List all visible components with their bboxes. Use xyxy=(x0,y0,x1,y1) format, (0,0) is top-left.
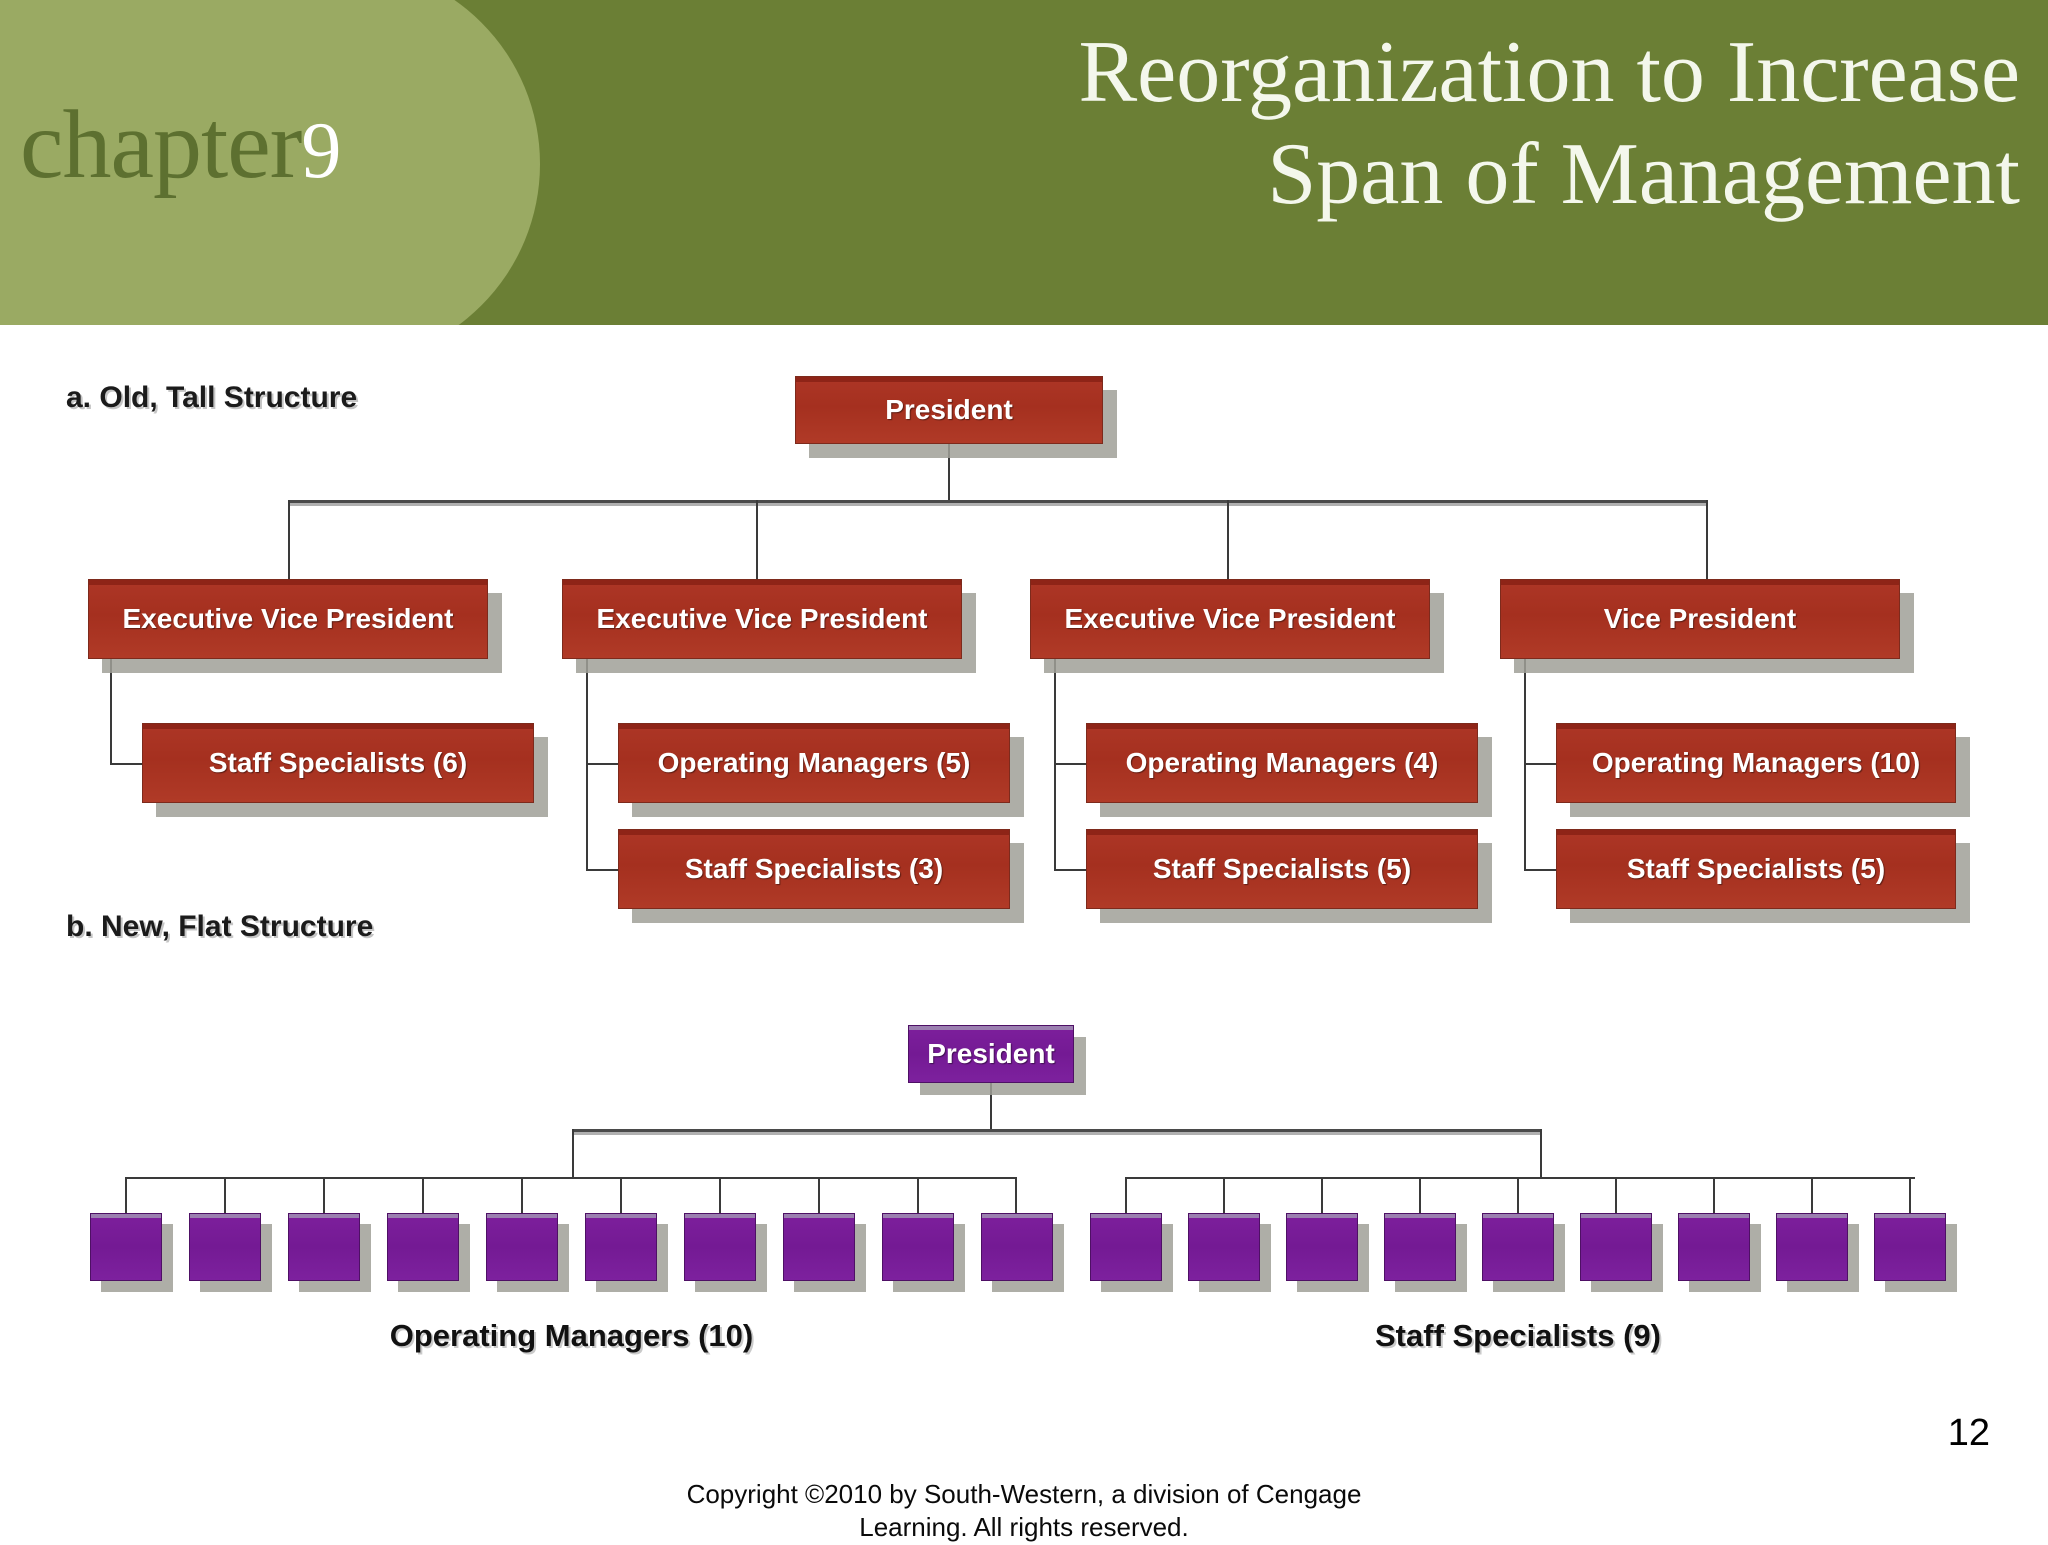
connector-g1-stem-8 xyxy=(818,1177,820,1213)
connector-branch-2-arm-2 xyxy=(586,869,618,871)
leaf-operating-manager-8[interactable] xyxy=(783,1213,855,1281)
connector-g2-stem-2 xyxy=(1223,1177,1225,1213)
connector-g1-stem-7 xyxy=(719,1177,721,1213)
connector-g1-stem-6 xyxy=(620,1177,622,1213)
org-chart-diagram: a. Old, Tall Structure President Executi… xyxy=(0,325,2048,1536)
page-title: Reorganization to Increase Span of Manag… xyxy=(1078,24,2020,224)
leaf-operating-manager-9[interactable] xyxy=(882,1213,954,1281)
connector-drop-3 xyxy=(1227,500,1229,579)
connector-g2-stem-4 xyxy=(1419,1177,1421,1213)
connector-branch-2-arm-1 xyxy=(586,763,618,765)
connector-g2-stem-9 xyxy=(1909,1177,1911,1213)
group-caption-staff-specialists: Staff Specialists (9) xyxy=(1375,1318,1661,1353)
connector-g2-stem-3 xyxy=(1321,1177,1323,1213)
group-caption-operating-managers: Operating Managers (10) xyxy=(389,1318,754,1353)
leaf-operating-manager-3[interactable] xyxy=(288,1213,360,1281)
connector-g1-stem-9 xyxy=(917,1177,919,1213)
leaf-operating-manager-2[interactable] xyxy=(189,1213,261,1281)
leaf-operating-manager-5[interactable] xyxy=(486,1213,558,1281)
chapter-number: 9 xyxy=(301,107,341,195)
connector-branch-4-spine xyxy=(1524,659,1526,871)
node-operating-managers-4[interactable]: Operating Managers (4) xyxy=(1086,723,1478,803)
connector-g1-stem-4 xyxy=(422,1177,424,1213)
connector-branch-1-arm-1 xyxy=(110,763,142,765)
node-operating-managers-5[interactable]: Operating Managers (5) xyxy=(618,723,1010,803)
chapter-blob-shape xyxy=(0,0,540,325)
copyright-notice: Copyright ©2010 by South-Western, a divi… xyxy=(686,1479,1362,1543)
leaf-staff-specialist-2[interactable] xyxy=(1188,1213,1260,1281)
leaf-operating-manager-4[interactable] xyxy=(387,1213,459,1281)
connector-branch-4-arm-2 xyxy=(1524,869,1556,871)
leaf-staff-specialist-7[interactable] xyxy=(1678,1213,1750,1281)
connector-root-stem xyxy=(948,444,950,500)
node-operating-managers-10[interactable]: Operating Managers (10) xyxy=(1556,723,1956,803)
node-president-old[interactable]: President xyxy=(795,376,1103,444)
connector-drop-4 xyxy=(1706,500,1708,579)
leaf-staff-specialist-8[interactable] xyxy=(1776,1213,1848,1281)
connector-g1-stem-1 xyxy=(125,1177,127,1213)
leaf-staff-specialist-1[interactable] xyxy=(1090,1213,1162,1281)
node-staff-specialists-3[interactable]: Staff Specialists (3) xyxy=(618,829,1010,909)
leaf-staff-specialist-9[interactable] xyxy=(1874,1213,1946,1281)
node-staff-specialists-6[interactable]: Staff Specialists (6) xyxy=(142,723,534,803)
connector-branch-2-spine xyxy=(586,659,588,871)
connector-g2-stem-7 xyxy=(1713,1177,1715,1213)
leaf-operating-manager-10[interactable] xyxy=(981,1213,1053,1281)
connector-branch-4-arm-1 xyxy=(1524,763,1556,765)
connector-g1-stem-5 xyxy=(521,1177,523,1213)
leaf-staff-specialist-3[interactable] xyxy=(1286,1213,1358,1281)
page-number: 12 xyxy=(1947,1412,1990,1454)
connector-level2-bus xyxy=(288,500,1706,503)
connector-branch-3-arm-2 xyxy=(1054,869,1086,871)
connector-group-1-bus xyxy=(125,1177,1015,1179)
connector-new-top-bus xyxy=(572,1129,1540,1132)
connector-new-root-stem xyxy=(990,1083,992,1129)
chapter-wordmark: chapter9 xyxy=(20,96,341,195)
slide-header-band: chapter9 Reorganization to Increase Span… xyxy=(0,0,2048,325)
connector-branch-3-arm-1 xyxy=(1054,763,1086,765)
connector-g1-stem-10 xyxy=(1015,1177,1017,1213)
section-label-new-flat-structure: b. New, Flat Structure xyxy=(66,910,374,943)
connector-g2-stem-8 xyxy=(1811,1177,1813,1213)
node-president-new[interactable]: President xyxy=(908,1025,1074,1083)
connector-new-group-drop-2 xyxy=(1540,1129,1542,1177)
node-vice-president-4[interactable]: Vice President xyxy=(1500,579,1900,659)
connector-drop-1 xyxy=(288,500,290,579)
connector-group-2-bus xyxy=(1125,1177,1915,1179)
node-executive-vice-president-3[interactable]: Executive Vice President xyxy=(1030,579,1430,659)
leaf-operating-manager-7[interactable] xyxy=(684,1213,756,1281)
leaf-operating-manager-6[interactable] xyxy=(585,1213,657,1281)
node-executive-vice-president-2[interactable]: Executive Vice President xyxy=(562,579,962,659)
connector-g2-stem-6 xyxy=(1615,1177,1617,1213)
chapter-word: chapter xyxy=(20,91,302,199)
connector-g2-stem-5 xyxy=(1517,1177,1519,1213)
section-label-old-tall-structure: a. Old, Tall Structure xyxy=(66,381,358,414)
node-executive-vice-president-1[interactable]: Executive Vice President xyxy=(88,579,488,659)
leaf-staff-specialist-5[interactable] xyxy=(1482,1213,1554,1281)
connector-g1-stem-3 xyxy=(323,1177,325,1213)
leaf-staff-specialist-4[interactable] xyxy=(1384,1213,1456,1281)
connector-drop-2 xyxy=(756,500,758,579)
node-staff-specialists-5-b[interactable]: Staff Specialists (5) xyxy=(1556,829,1956,909)
leaf-staff-specialist-6[interactable] xyxy=(1580,1213,1652,1281)
connector-new-group-drop-1 xyxy=(572,1129,574,1177)
connector-branch-1-spine xyxy=(110,659,112,763)
leaf-operating-manager-1[interactable] xyxy=(90,1213,162,1281)
connector-branch-3-spine xyxy=(1054,659,1056,871)
connector-g2-stem-1 xyxy=(1125,1177,1127,1213)
node-staff-specialists-5-a[interactable]: Staff Specialists (5) xyxy=(1086,829,1478,909)
connector-g1-stem-2 xyxy=(224,1177,226,1213)
